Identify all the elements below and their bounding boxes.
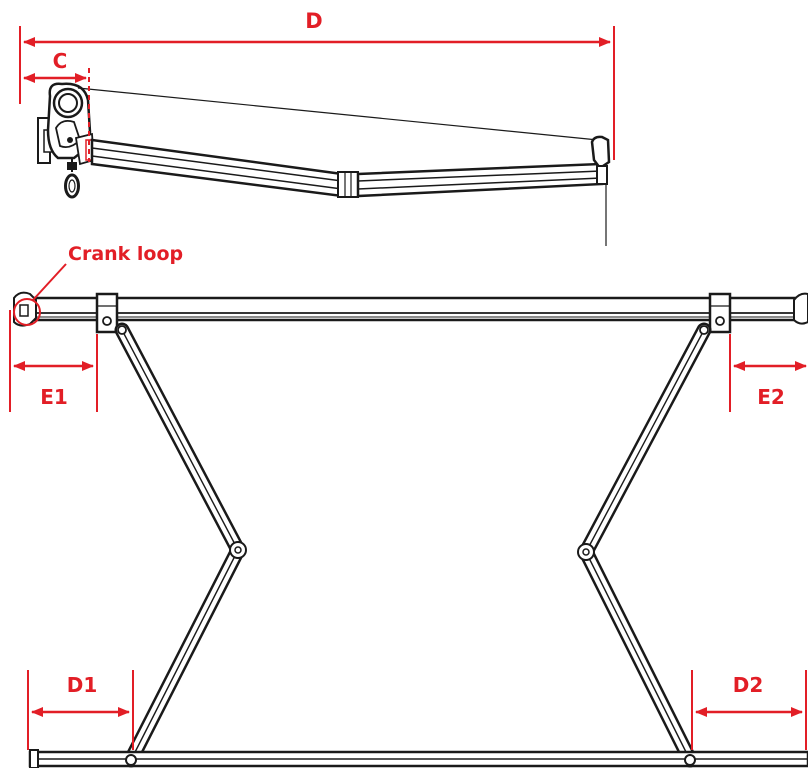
dimension-e1: E1: [9, 310, 98, 412]
right-bracket: [708, 292, 732, 334]
right-elbow: [577, 543, 595, 561]
label-d2: D2: [733, 673, 764, 697]
crank-eye-side: [64, 158, 80, 199]
outer-arm: [356, 162, 604, 198]
label-e2: E2: [757, 385, 785, 409]
side-view: [37, 82, 611, 246]
top-view: Crank loop: [13, 243, 808, 768]
dimension-c: C: [23, 49, 90, 162]
roller-housing: [46, 82, 92, 160]
label-c: C: [53, 49, 68, 73]
dimension-d2: D2: [691, 670, 807, 750]
right-arm-inner: [578, 322, 712, 560]
elbow-joint-side: [337, 171, 359, 198]
left-elbow: [229, 541, 247, 559]
dimension-e2: E2: [729, 334, 807, 412]
left-arm-inner: [114, 322, 246, 558]
left-bracket: [95, 292, 119, 334]
right-end-cap: [793, 292, 808, 325]
dimension-d1: D1: [27, 670, 134, 750]
label-d1: D1: [67, 673, 98, 697]
front-bar: [28, 749, 808, 768]
left-arm-outer: [123, 542, 246, 768]
dimension-d: D: [19, 9, 615, 160]
label-e1: E1: [40, 385, 68, 409]
label-d: D: [305, 9, 322, 33]
right-arm-outer: [578, 544, 698, 768]
canopy-line: [77, 87, 599, 141]
inner-arm: [90, 138, 344, 198]
front-profile: [590, 135, 611, 246]
label-crank-loop: Crank loop: [68, 243, 183, 265]
crank-loop-circle: [13, 298, 41, 326]
back-roller-tube: [18, 296, 808, 322]
